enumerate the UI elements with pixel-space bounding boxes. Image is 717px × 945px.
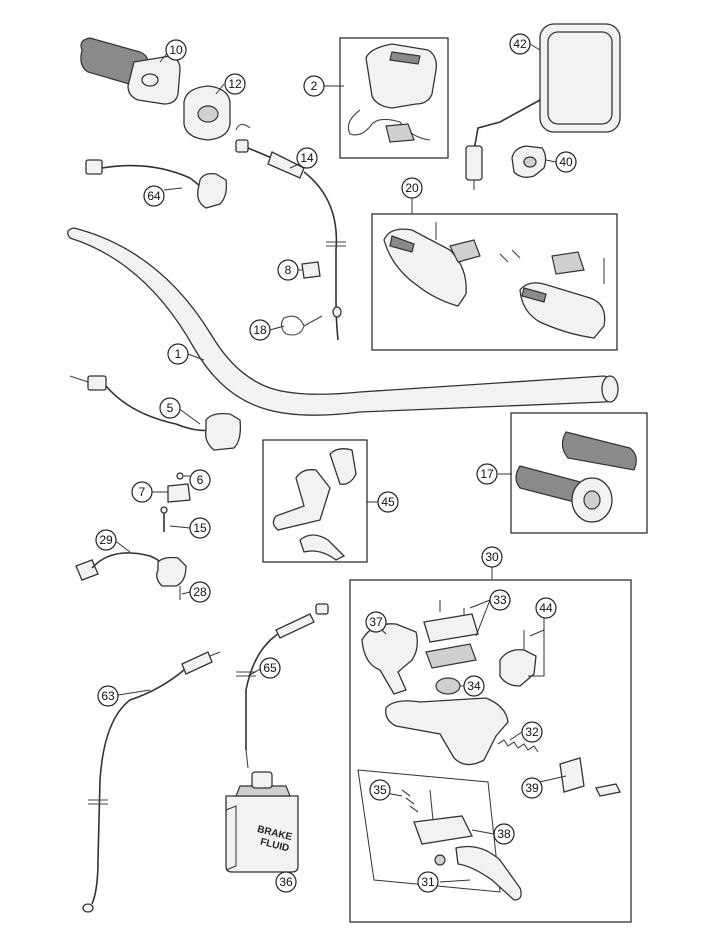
callout-35-text: 35	[373, 783, 387, 797]
switch-housing-part	[347, 43, 437, 143]
callout-28-text: 28	[193, 585, 207, 599]
callout-17-text: 17	[480, 467, 494, 481]
callout-29: 29	[95, 529, 117, 551]
callout-18: 18	[249, 319, 271, 341]
clip-part-8	[301, 261, 321, 279]
cable-tie-part-18	[280, 315, 323, 336]
callout-8-text: 8	[285, 263, 292, 277]
mirror-part	[465, 23, 621, 190]
mirror-clamp-part	[511, 145, 547, 178]
callout-15: 15	[189, 517, 211, 539]
callout-1-text: 1	[175, 347, 182, 361]
callout-10: 10	[165, 39, 187, 61]
callout-10-text: 10	[169, 43, 183, 57]
callout-42: 42	[509, 33, 531, 55]
hand-guards-part	[383, 222, 606, 339]
switch-wiring-part-64	[85, 159, 228, 209]
callout-39-text: 39	[525, 781, 539, 795]
callout-14-text: 14	[300, 151, 314, 165]
callout-7-text: 7	[139, 485, 146, 499]
callout-64: 64	[143, 185, 165, 207]
callout-5-text: 5	[167, 401, 174, 415]
callout-45: 45	[377, 491, 399, 513]
callout-31: 31	[417, 871, 439, 893]
callout-8: 8	[277, 259, 299, 281]
callout-65-text: 65	[263, 661, 277, 675]
cable-part-14	[235, 123, 346, 341]
callout-36-text: 36	[279, 875, 293, 889]
callout-32: 32	[521, 721, 543, 743]
long-cable-part-63	[82, 651, 221, 913]
callout-12: 12	[224, 73, 246, 95]
callout-35: 35	[369, 779, 391, 801]
callout-33: 33	[489, 589, 511, 611]
brake-fluid-bottle-part	[225, 771, 299, 873]
callout-7: 7	[131, 481, 153, 503]
throttle-cover-part	[183, 85, 231, 141]
callout-15-text: 15	[193, 521, 207, 535]
lever-bracket-part	[272, 448, 357, 561]
callout-39: 39	[521, 777, 543, 799]
callout-33-text: 33	[493, 593, 507, 607]
frame-part-17	[510, 412, 648, 534]
callout-45-text: 45	[381, 495, 395, 509]
callout-29-text: 29	[99, 533, 113, 547]
callout-63: 63	[97, 685, 119, 707]
callout-17: 17	[476, 463, 498, 485]
callout-34-text: 34	[467, 679, 481, 693]
left-switch-part-5	[69, 375, 242, 451]
callout-44: 44	[535, 597, 557, 619]
callout-30: 30	[481, 546, 503, 568]
callout-44-text: 44	[539, 601, 553, 615]
callout-36: 36	[275, 871, 297, 893]
callout-31-text: 31	[421, 875, 435, 889]
callout-34: 34	[463, 675, 485, 697]
brake-master-cylinder-assembly	[357, 600, 621, 901]
switch-wiring-part-29	[75, 552, 187, 600]
grips-part	[515, 431, 637, 523]
callout-32-text: 32	[525, 725, 539, 739]
callout-5: 5	[159, 397, 181, 419]
handlebar-part	[67, 227, 619, 416]
callout-12-text: 12	[228, 77, 242, 91]
throttle-grip-part	[80, 37, 181, 105]
callout-40-text: 40	[559, 155, 573, 169]
callout-63-text: 63	[101, 689, 115, 703]
callout-20-text: 20	[405, 181, 419, 195]
frame-part-45	[262, 439, 368, 563]
callout-37-text: 37	[369, 615, 383, 629]
callout-37: 37	[365, 611, 387, 633]
callout-30-text: 30	[485, 550, 499, 564]
callout-6-text: 6	[197, 473, 204, 487]
callout-28: 28	[189, 581, 211, 603]
callout-65: 65	[259, 657, 281, 679]
callout-38: 38	[493, 823, 515, 845]
callout-42-text: 42	[513, 37, 527, 51]
callout-20: 20	[401, 177, 423, 199]
small-parts-6-7-15	[160, 472, 191, 532]
clutch-cable-part-65	[236, 603, 329, 769]
frame-part-2	[339, 37, 449, 159]
frame-part-20	[371, 213, 618, 351]
callout-14: 14	[296, 147, 318, 169]
callout-40: 40	[555, 151, 577, 173]
callout-18-text: 18	[253, 323, 267, 337]
frame-part-30	[349, 579, 632, 923]
callout-2-text: 2	[311, 79, 318, 93]
callout-6: 6	[189, 469, 211, 491]
callout-38-text: 38	[497, 827, 511, 841]
callout-2: 2	[303, 75, 325, 97]
callout-1: 1	[167, 343, 189, 365]
callout-64-text: 64	[147, 189, 161, 203]
